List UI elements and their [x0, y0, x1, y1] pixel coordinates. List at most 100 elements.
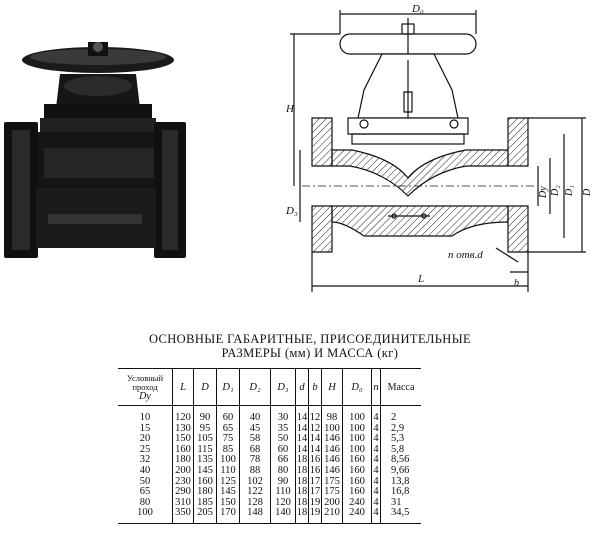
table-cell-d: 115: [193, 444, 217, 456]
table-title-line1: ОСНОВНЫЕ ГАБАРИТНЫЕ, ПРИСОЕДИНИТЕЛЬНЫЕ: [148, 332, 472, 346]
table-cell-d: 14: [295, 443, 309, 456]
table-cell-d0: 100: [342, 405, 372, 424]
table-cell-n: 4: [371, 464, 381, 477]
header-n: n: [371, 368, 381, 406]
table-cell-d0: 240: [342, 508, 372, 524]
table-cell-d: 135: [193, 455, 217, 466]
table-cell-h: 146: [321, 455, 343, 466]
table-header-row: Условный проход Dу L D D₁ D₂ D₃ d b H D₀…: [118, 368, 421, 406]
header-nominal-bore: Условный проход Dу: [118, 368, 173, 406]
table-cell-mass: 2,9: [391, 422, 405, 434]
table-cell-b: 16: [308, 464, 322, 477]
table-cell-d: 90: [193, 405, 217, 424]
table-cell-d: 14: [295, 422, 309, 435]
table-cell-b: 12: [308, 405, 322, 424]
table-cell-l: 350: [172, 508, 194, 524]
table-cell-n: 4: [371, 405, 381, 424]
valve-section-drawing: D₀ H D₃ Dу D₂ D₁ D n отв.d L b: [285, 3, 593, 292]
table-cell-n: 4: [371, 496, 381, 509]
table-cell-dy: 25: [118, 444, 173, 456]
header-hole-d: d: [295, 368, 309, 406]
table-cell-dy: 100: [118, 508, 173, 524]
table-cell-l: 310: [172, 497, 194, 509]
table-cell-d: 205: [193, 508, 217, 524]
table-cell-h: 200: [321, 497, 343, 509]
table-cell-b: 14: [308, 433, 322, 445]
table-cell-d0: 100: [342, 423, 372, 435]
header-d0: D₀: [342, 368, 372, 406]
table-cell-d: 18: [295, 508, 309, 524]
table-cell-d1: 65: [216, 423, 240, 435]
table-cell-d3: 90: [270, 476, 296, 488]
table-cell-dy: 32: [118, 455, 173, 466]
table-cell-d1: 145: [216, 487, 240, 498]
table-cell-d2: 78: [239, 455, 271, 466]
table-cell-d: 18: [295, 496, 309, 509]
table-cell-d: 14: [295, 433, 309, 445]
label-d: D: [582, 188, 593, 197]
table-cell-l: 130: [172, 423, 194, 435]
header-mass: Масса: [380, 368, 421, 406]
header-d3: D₃: [270, 368, 296, 406]
header-h: H: [321, 368, 343, 406]
table-cell-n: 4: [371, 443, 381, 456]
table-cell-h: 98: [321, 405, 343, 424]
table-cell-d2: 68: [239, 444, 271, 456]
table-cell-mass: 31: [391, 496, 402, 508]
table-cell-d: 14: [295, 405, 309, 424]
table-cell-mass: 13,8: [391, 475, 410, 487]
table-cell-l: 120: [172, 405, 194, 424]
valve-photo: [0, 38, 190, 270]
table-cell-dy: 50: [118, 476, 173, 488]
table-cell-d3: 35: [270, 423, 296, 435]
table-cell-d1: 100: [216, 455, 240, 466]
label-holes: n отв.d: [448, 249, 483, 261]
table-cell-d0: 160: [342, 476, 372, 488]
table-cell-d1: 75: [216, 434, 240, 445]
table-cell-l: 230: [172, 476, 194, 488]
label-b: b: [514, 278, 519, 289]
table-cell-n: 4: [371, 486, 381, 498]
label-h: H: [285, 103, 295, 115]
table-cell-n: 4: [371, 475, 381, 488]
table-cell-d1: 60: [216, 405, 240, 424]
table-cell-d3: 110: [270, 487, 296, 498]
table-cell-d: 105: [193, 434, 217, 445]
table-cell-dy: 65: [118, 487, 173, 498]
header-b: b: [308, 368, 322, 406]
table-cell-mass: 5,8: [391, 443, 405, 455]
table-cell-d: 18: [295, 486, 309, 498]
table-cell-d1: 125: [216, 476, 240, 488]
table-cell-h: 100: [321, 423, 343, 435]
table-cell-d0: 100: [342, 444, 372, 456]
table-cell-d: 160: [193, 476, 217, 488]
table-cell-dy: 80: [118, 497, 173, 509]
table-cell-l: 150: [172, 434, 194, 445]
table-cell-d2: 45: [239, 423, 271, 435]
table-cell-d0: 160: [342, 487, 372, 498]
table-cell-dy: 10: [118, 405, 173, 424]
table-cell-n: 4: [371, 433, 381, 445]
label-d1: D₁: [564, 185, 575, 197]
table-cell-h: 146: [321, 434, 343, 445]
table-cell-l: 290: [172, 487, 194, 498]
table-cell-d: 180: [193, 487, 217, 498]
table-cell-d: 18: [295, 464, 309, 477]
table-cell-l: 160: [172, 444, 194, 456]
table-cell-mass: 2: [391, 412, 397, 423]
table-cell-dy: 40: [118, 465, 173, 477]
table-cell-d3: 60: [270, 444, 296, 456]
table-cell-d0: 160: [342, 455, 372, 466]
table-cell-h: 175: [321, 476, 343, 488]
label-d2: D₂: [550, 185, 561, 197]
table-cell-b: 19: [308, 508, 322, 524]
table-cell-d: 145: [193, 465, 217, 477]
table-cell-b: 14: [308, 443, 322, 456]
table-cell-b: 16: [308, 454, 322, 466]
table-cell-h: 175: [321, 487, 343, 498]
